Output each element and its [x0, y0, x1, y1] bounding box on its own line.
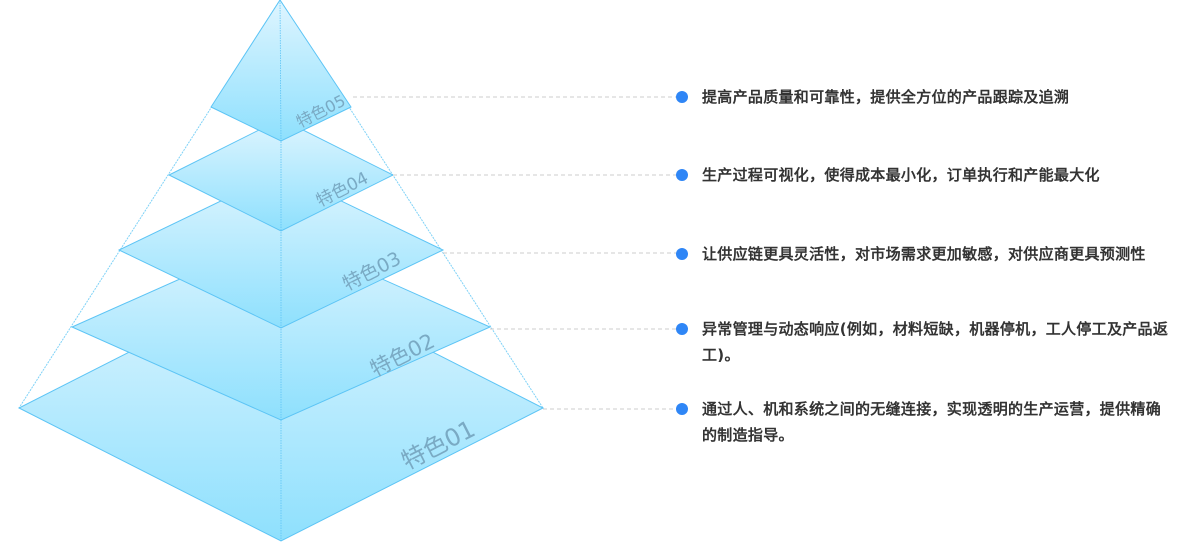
feature-04-description: 生产过程可视化，使得成本最小化，订单执行和产能最大化 [702, 166, 1100, 184]
feature-03-description: 让供应链更具灵活性，对市场需求更加敏感，对供应商更具预测性 [702, 245, 1146, 263]
bullet-dot-01 [676, 403, 688, 415]
feature-02-description: 异常管理与动态响应(例如，材料短缺，机器停机，工人停工及产品返工)。 [702, 320, 1169, 364]
bullet-dot-04 [676, 169, 688, 181]
bullet-dot-03 [676, 248, 688, 260]
bullet-dot-02 [676, 323, 688, 335]
outline-edge-left [18, 0, 281, 409]
bullet-dot-05 [676, 91, 688, 103]
layer-05: 特色05 [210, 0, 352, 142]
layer-05-shape [210, 0, 352, 142]
pyramid-outline [18, 0, 544, 409]
layer-05-ridge [279, 0, 282, 142]
feature-05-description: 提高产品质量和可靠性，提供全方位的产品跟踪及追溯 [702, 88, 1070, 106]
connector-lines [353, 96, 678, 410]
layer-03: 特色03 [117, 171, 445, 329]
feature-01-description: 通过人、机和系统之间的无缝连接，实现透明的生产运营，提供精确的制造指导。 [702, 400, 1162, 444]
